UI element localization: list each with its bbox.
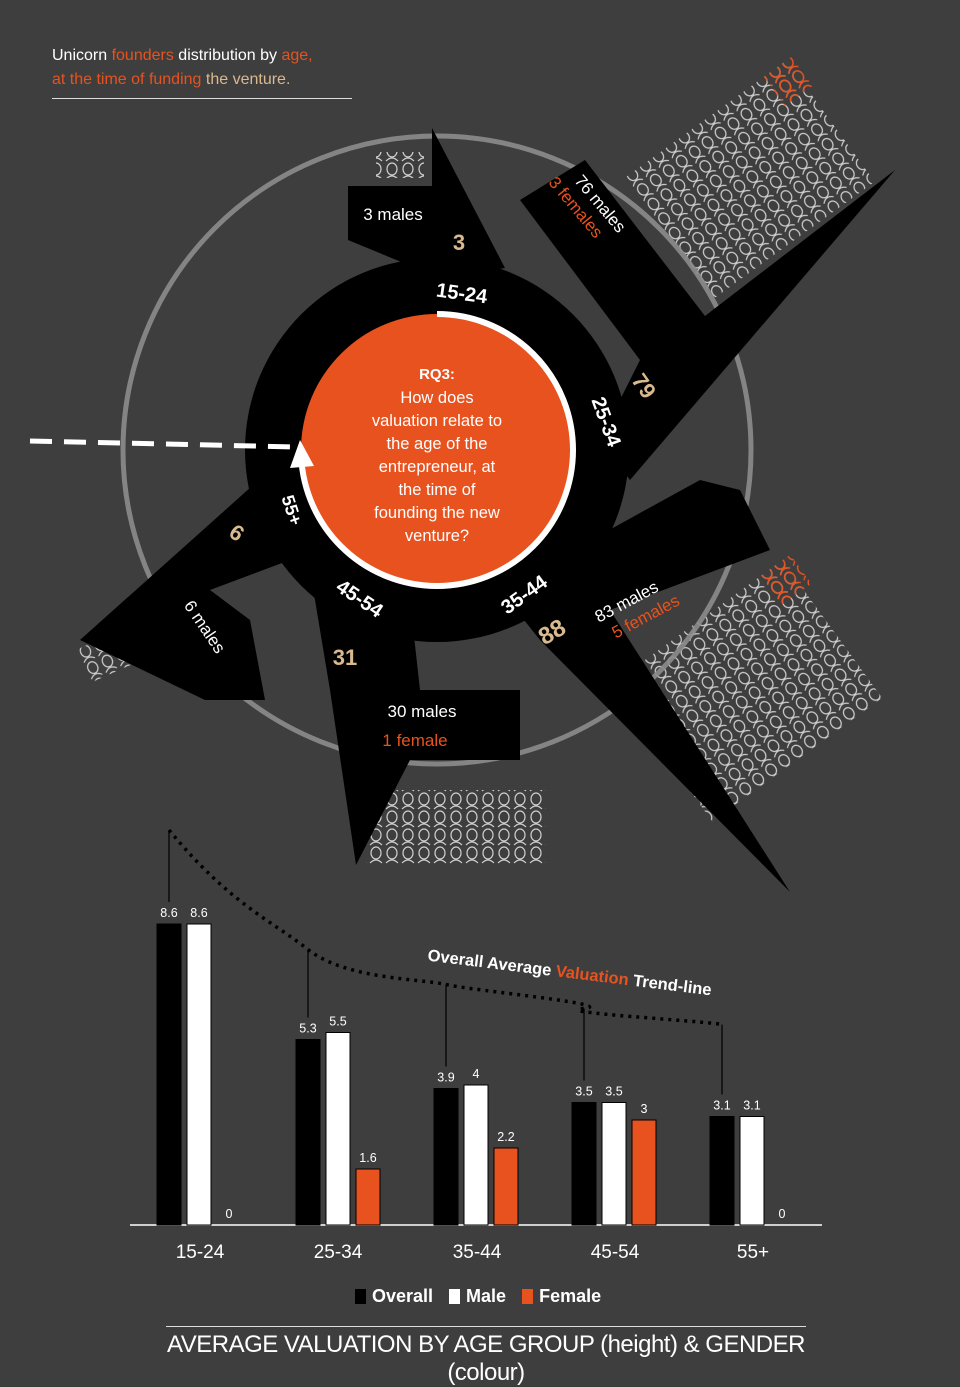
tick-label: 45-54	[590, 1242, 640, 1263]
value-label: 0	[779, 1207, 786, 1221]
males-15-24: 3 males	[363, 205, 423, 224]
tick-label: 25-34	[313, 1242, 363, 1263]
bar-overall-25-34	[295, 1039, 321, 1226]
cycle-arc	[298, 311, 576, 589]
trend-layer	[167, 828, 723, 1095]
arm-15-24	[348, 128, 505, 278]
valuation-bar-chart: 8.6 8.6 0 5.3 5.5 1.6 3.9 4 2.2 3.5 3.5 3 3.1 3.1 0 Ov…	[130, 828, 822, 1226]
center-line-3: the age of the	[387, 435, 488, 453]
center-line-6: founding the new	[374, 504, 500, 522]
legend-item-female: Female	[522, 1286, 601, 1307]
value-label: 2.2	[497, 1130, 514, 1144]
value-label: 5.5	[329, 1015, 346, 1029]
value-label: 3.1	[713, 1099, 730, 1113]
center-label: RQ3:	[419, 366, 455, 383]
value-label: 3.1	[743, 1099, 760, 1113]
legend-swatch	[522, 1288, 534, 1304]
value-label: 5.3	[299, 1022, 316, 1036]
legend-item-male: Male	[449, 1286, 506, 1307]
arm-45-54	[310, 570, 520, 865]
x-tick-labels: 15-24 25-34 35-44 45-54 55+	[0, 1242, 960, 1272]
bar-overall-15-24	[156, 923, 182, 1226]
value-label: 3.5	[575, 1085, 592, 1099]
arm-25-34	[520, 160, 895, 480]
bar-male-15-24	[186, 923, 212, 1226]
legend-swatch	[449, 1288, 461, 1304]
legend-item-overall: Overall	[355, 1286, 433, 1307]
tick-label: 35-44	[452, 1242, 502, 1263]
infographic-title: Unicorn founders distribution by age, at…	[52, 44, 352, 99]
crowd-35-44-female-icon	[757, 554, 812, 608]
bar-female-45-54	[631, 1119, 657, 1226]
legend-swatch	[355, 1288, 366, 1304]
females-45-54: 1 female	[382, 731, 447, 750]
value-label: 3.5	[605, 1085, 622, 1099]
value-label: 1.6	[359, 1151, 376, 1165]
tick-label: 15-24	[175, 1242, 225, 1263]
center-line-5: the time of	[398, 481, 475, 499]
dashed-pointer	[29, 438, 299, 450]
value-label: 0	[226, 1207, 233, 1221]
center-line-4: entrepreneur, at	[379, 458, 496, 476]
bar-overall-55+	[709, 1116, 735, 1226]
value-label: 8.6	[160, 906, 177, 920]
tick-label: 55+	[736, 1242, 770, 1263]
males-45-54: 30 males	[388, 702, 457, 721]
crowd-25-34-icon	[624, 60, 875, 300]
bar-male-25-34	[325, 1032, 351, 1226]
cycle-arrow-icon	[290, 440, 314, 468]
bars-layer: 8.6 8.6 0 5.3 5.5 1.6 3.9 4 2.2 3.5 3.5 3 3.1 3.1 0	[156, 906, 786, 1226]
value-label: 8.6	[190, 906, 207, 920]
trend-label: Overall Average Valuation Trend-line	[427, 947, 713, 1000]
chart-title: AVERAGE VALUATION BY AGE GROUP (height) …	[166, 1326, 806, 1387]
bar-female-25-34	[355, 1168, 381, 1226]
question-circle	[301, 314, 573, 586]
center-line-2: valuation relate to	[372, 412, 502, 430]
crowd-25-34-female-icon	[763, 55, 815, 106]
bar-male-55+	[739, 1116, 765, 1226]
bar-male-45-54	[601, 1102, 627, 1226]
total-45-54: 31	[333, 645, 357, 670]
outer-ring	[120, 133, 754, 767]
title-line-2: at the time of funding the venture.	[52, 71, 291, 88]
bar-overall-35-44	[433, 1088, 459, 1226]
title-line-1: Unicorn founders distribution by age,	[52, 47, 313, 64]
value-label: 4	[473, 1067, 480, 1081]
crowd-15-24-icon	[376, 152, 424, 178]
center-line-7: venture?	[405, 527, 469, 545]
value-label: 3	[641, 1102, 648, 1116]
bar-male-35-44	[463, 1084, 489, 1226]
bar-female-35-44	[493, 1147, 519, 1226]
crowd-45-54-icon	[366, 790, 546, 864]
founder-distribution-diagram: RQ3: How does valuation relate to the ag…	[29, 55, 895, 892]
value-label: 3.9	[437, 1071, 454, 1085]
chart-legend: Overall Male Female	[355, 1284, 601, 1308]
bar-overall-45-54	[571, 1102, 597, 1226]
center-line-1: How does	[400, 389, 473, 407]
arm-55-plus	[80, 470, 290, 700]
total-15-24: 3	[453, 230, 465, 255]
